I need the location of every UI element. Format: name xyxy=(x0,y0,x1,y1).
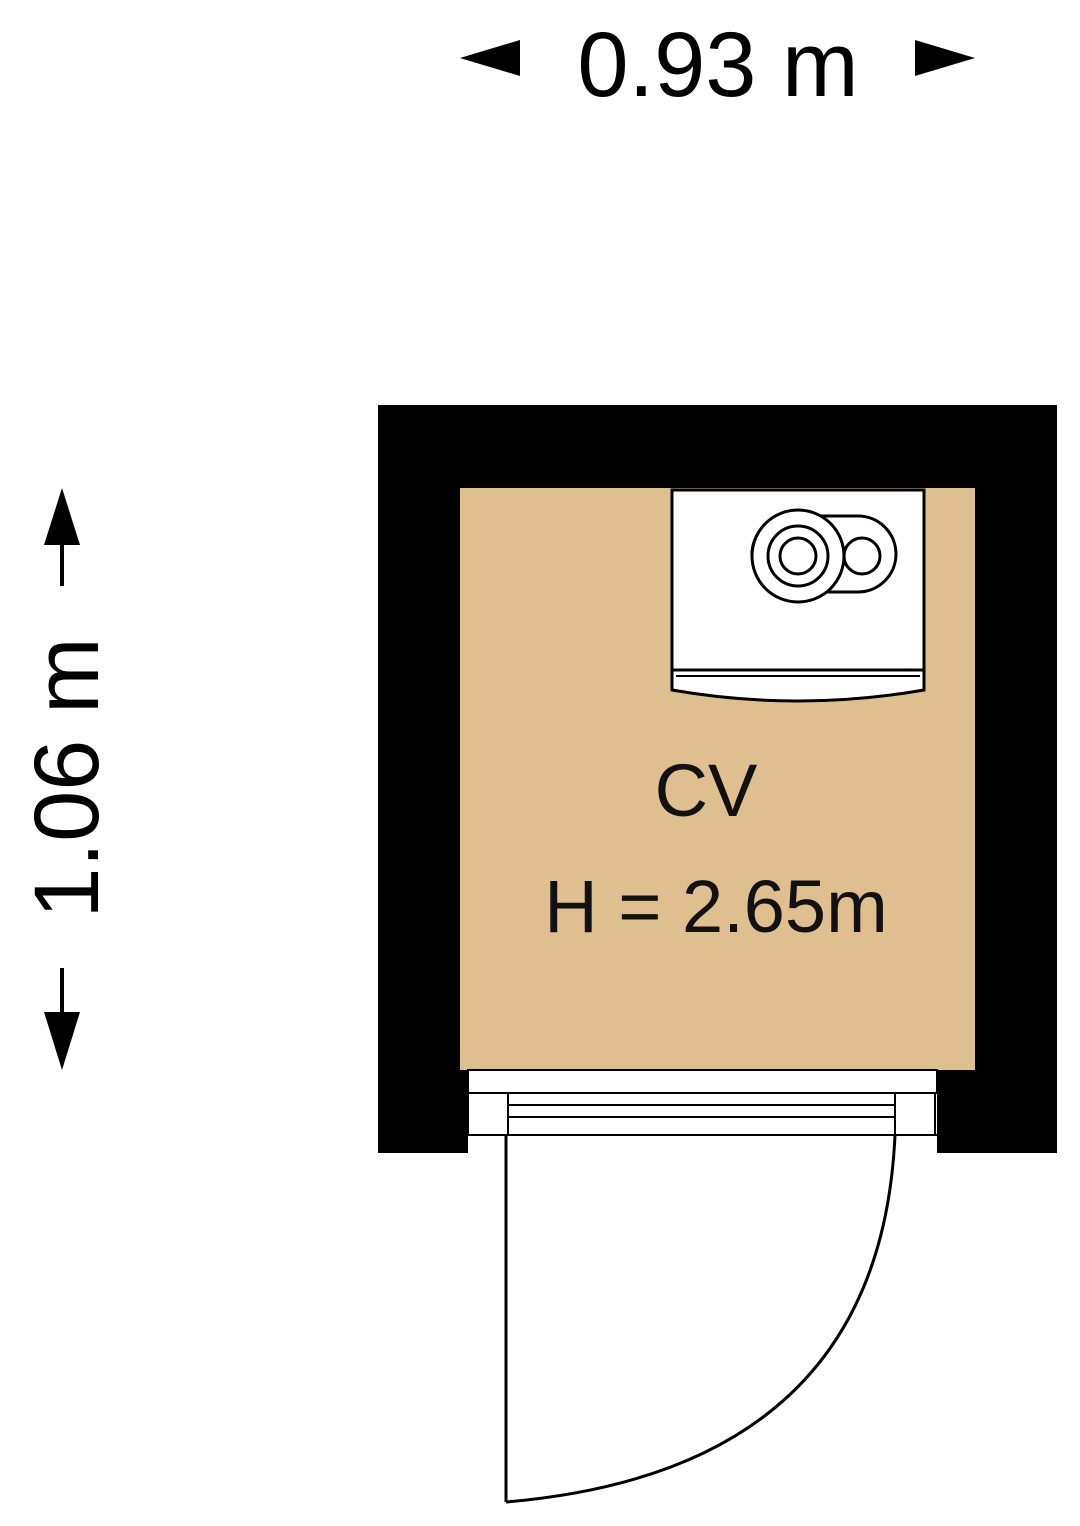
down-arrow-icon xyxy=(44,1012,80,1070)
right-arrow-icon xyxy=(915,40,975,76)
width-dimension: 0.93 m xyxy=(460,14,975,116)
door-frame xyxy=(467,1069,938,1136)
up-arrow-icon xyxy=(44,488,80,545)
walls xyxy=(378,405,1057,1153)
room-height: H = 2.65m xyxy=(544,865,887,948)
left-arrow-icon xyxy=(460,40,520,76)
door-swing-icon xyxy=(504,1134,897,1504)
boiler-icon xyxy=(670,488,926,703)
width-label: 0.93 m xyxy=(577,14,858,116)
room-name: CV xyxy=(655,749,758,832)
length-label: 1.06 m xyxy=(16,637,118,918)
length-dimension: 1.06 m xyxy=(16,488,118,1070)
